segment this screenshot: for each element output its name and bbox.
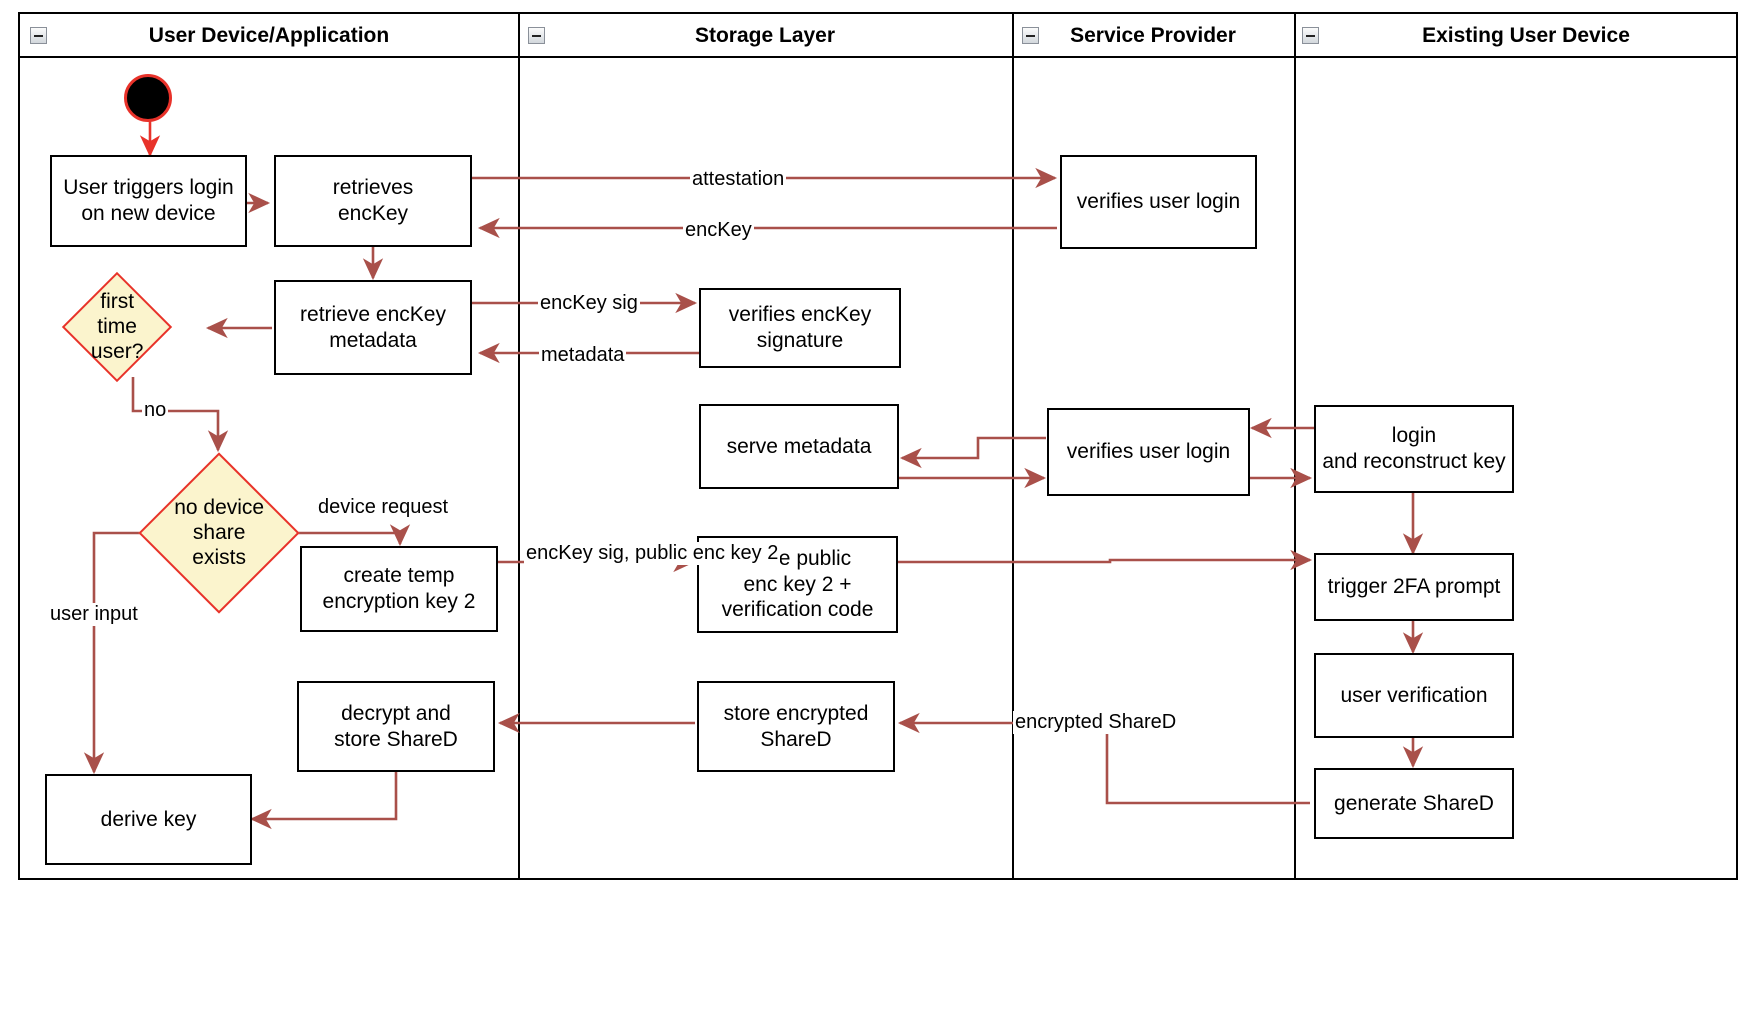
node-user-verification[interactable]: user verification — [1314, 653, 1514, 738]
decision-first-time-user-label: first time user? — [90, 290, 144, 364]
node-user-triggers-login[interactable]: User triggers login on new device — [50, 155, 247, 247]
node-trigger-2fa-prompt[interactable]: trigger 2FA prompt — [1314, 553, 1514, 621]
node-retrieve-enckey-metadata[interactable]: retrieve encKey metadata — [274, 280, 472, 375]
minus-box-icon-storage-layer[interactable] — [528, 27, 545, 44]
node-create-temp-encryption-key-2[interactable]: create temp encryption key 2 — [300, 546, 498, 632]
lane-title-user-device: User Device/Application — [148, 24, 390, 47]
edge-label-user-input: user input — [48, 603, 140, 626]
lane-divider-1 — [518, 14, 520, 878]
decision-no-device-share-exists-label: no device share exists — [174, 496, 264, 570]
node-serve-metadata[interactable]: serve metadata — [699, 404, 899, 489]
minus-box-icon-service-provider[interactable] — [1022, 27, 1039, 44]
minus-box-icon-user-device[interactable] — [30, 27, 47, 44]
edge-label-no: no — [142, 399, 169, 422]
minus-box-icon-existing-user-device[interactable] — [1302, 27, 1319, 44]
node-verifies-enckey-signature[interactable]: verifies encKey signature — [699, 288, 901, 368]
lane-divider-2 — [1012, 14, 1014, 878]
node-verifies-user-login-2[interactable]: verifies user login — [1047, 408, 1250, 496]
node-retrieves-enckey[interactable]: retrieves encKey — [274, 155, 472, 247]
node-decrypt-and-store-shared[interactable]: decrypt and store ShareD — [297, 681, 495, 772]
edge-label-enckey: encKey — [683, 219, 754, 242]
lane-divider-3 — [1294, 14, 1296, 878]
start-node — [124, 74, 172, 122]
node-store-encrypted-shared[interactable]: store encrypted ShareD — [697, 681, 895, 772]
edge-label-metadata: metadata — [539, 344, 627, 367]
edge-label-device-request: device request — [316, 496, 451, 519]
node-verifies-user-login-1[interactable]: verifies user login — [1060, 155, 1257, 249]
node-generate-shared[interactable]: generate ShareD — [1314, 768, 1514, 839]
node-derive-key[interactable]: derive key — [45, 774, 252, 865]
lane-title-existing-user-device: Existing User Device — [1422, 24, 1630, 47]
edge-label-enckey-sig: encKey sig — [538, 292, 640, 315]
swimlane-header-row — [20, 14, 1736, 58]
lane-title-storage-layer: Storage Layer — [694, 24, 836, 47]
node-login-and-reconstruct-key[interactable]: login and reconstruct key — [1314, 405, 1514, 493]
lane-title-service-provider: Service Provider — [1070, 24, 1236, 47]
edge-label-encrypted-shared: encrypted ShareD — [1013, 711, 1179, 734]
edge-label-attestation: attestation — [690, 168, 787, 191]
edge-label-enckey-sig-public-enc-key-2: encKey sig, public enc key 2 — [524, 542, 781, 565]
